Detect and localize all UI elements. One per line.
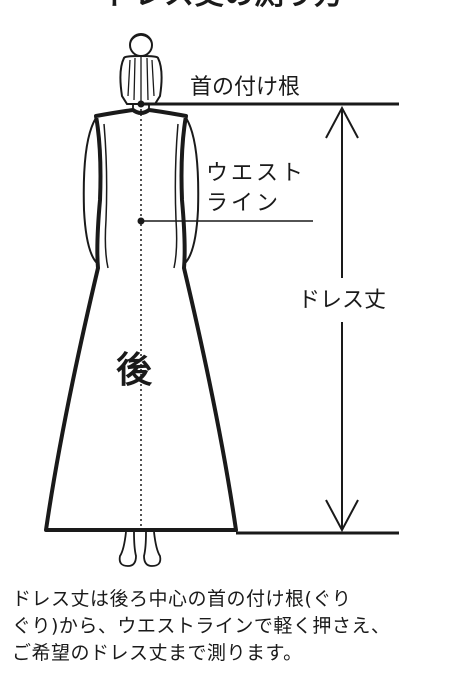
diagram-title: ドレス丈の測り方 <box>104 0 344 12</box>
dress-inner-lines <box>103 123 179 269</box>
caption-line-3: ご希望のドレス丈まで測ります。 <box>12 642 303 664</box>
back-label: 後 <box>116 350 153 391</box>
waistline-label-1: ウエスト <box>206 161 306 186</box>
waistline-label-2: ライン <box>206 191 281 216</box>
figure-feet <box>118 531 162 567</box>
dress-length-label: ドレス丈 <box>298 288 386 313</box>
dress-length-arrow <box>325 105 359 533</box>
figure-head <box>119 33 163 112</box>
neck-base-label: 首の付け根 <box>190 75 300 100</box>
caption-line-2: ぐり)から、ウエストラインで軽く押さえ、 <box>12 615 391 637</box>
caption-line-1: ドレス丈は後ろ中心の首の付け根(ぐり <box>12 588 352 610</box>
caption: ドレス丈は後ろ中心の首の付け根(ぐり ぐり)から、ウエストラインで軽く押さえ、 … <box>12 586 442 667</box>
